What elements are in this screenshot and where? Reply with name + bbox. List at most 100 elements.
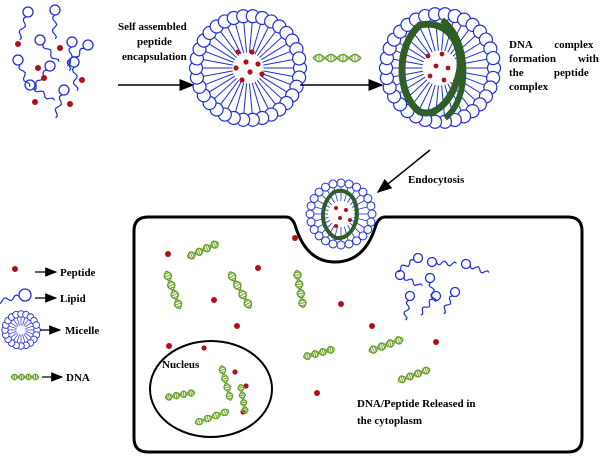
dna-icon-top [312, 53, 362, 63]
dna-rung [298, 301, 307, 305]
dna-rung [329, 346, 332, 354]
micelle-tail [209, 43, 236, 61]
dna-rung [321, 348, 325, 356]
dna-backbone [368, 338, 404, 352]
lipid-tail [33, 87, 56, 101]
dna-rung [206, 415, 210, 422]
lipid-head [24, 79, 36, 91]
peptide-dot [247, 69, 253, 75]
dna-rung [221, 410, 224, 416]
dna-rung [426, 367, 430, 373]
dna-rung [388, 339, 392, 348]
dna-strand [164, 389, 196, 401]
dna-rung [200, 418, 203, 424]
micelle-tail [262, 51, 291, 63]
dna-rung [240, 401, 247, 404]
lipid-head [404, 290, 416, 302]
lipid-tail [42, 43, 60, 63]
peptide-dot [314, 390, 320, 396]
dna-rung [187, 253, 192, 259]
micelle-tail [256, 31, 276, 56]
micelle-head [314, 231, 324, 241]
micelle-tail [13, 319, 19, 327]
dna-backbone [10, 373, 40, 381]
dna-rung [422, 368, 426, 374]
lipid-head [460, 258, 472, 270]
nucleus-contents [164, 345, 249, 426]
micelle-tail [254, 81, 269, 109]
micelle-tail [220, 80, 240, 105]
lipid-head [426, 256, 438, 268]
micelle-head [306, 217, 316, 227]
lipid-head [18, 288, 32, 302]
dna-strand [293, 269, 307, 309]
dna-rung [217, 412, 220, 417]
label-endocytosis: Endocytosis [408, 174, 465, 186]
dna-rung [184, 391, 187, 397]
legend-micelle-symbol [1, 310, 41, 350]
micelle-tail [227, 81, 242, 109]
dna-rung [241, 399, 246, 402]
micelle-tail [214, 78, 237, 100]
peptide-dot [232, 369, 238, 375]
dna-rung [315, 351, 319, 356]
micelle-head [32, 321, 40, 329]
dna-backbone [165, 270, 181, 310]
dna-rung [223, 379, 228, 382]
micelle-tail [395, 50, 424, 63]
peptide-dot [292, 235, 298, 241]
lipid-molecule [12, 54, 31, 87]
legend: Peptide Lipid Micelle DNA [0, 266, 99, 384]
dna-rung [297, 292, 305, 295]
dna-rung [177, 393, 180, 398]
lipid-molecule [66, 36, 78, 72]
dna-rung [176, 305, 182, 308]
micelle-tail [24, 322, 32, 328]
lipid-tail [443, 295, 453, 315]
peptide-dot [166, 343, 172, 349]
micelle-head [321, 182, 330, 192]
dna-backbone [186, 242, 220, 258]
micelle-tail [16, 334, 20, 343]
peptide-dot [445, 65, 451, 71]
micelle-head [336, 240, 346, 250]
peptide-dot [12, 266, 18, 272]
micelle-entering-cell [305, 178, 377, 250]
dna-rung [207, 244, 211, 250]
cytoplasm-contents [163, 235, 490, 396]
peptide-dot [165, 251, 171, 257]
micelle-tail [393, 70, 423, 78]
dna-rung [224, 384, 229, 387]
lipid-head [49, 4, 61, 16]
dna-strand [312, 53, 362, 63]
lipid-molecule [24, 79, 56, 101]
dna-rung [238, 385, 243, 387]
dna-rung [234, 283, 241, 288]
dna-rung [391, 340, 394, 346]
micelle-head [363, 194, 373, 203]
dna-rung [169, 394, 172, 399]
micelle-head [363, 225, 373, 234]
dna-rung [182, 391, 185, 398]
dna-rung [167, 283, 175, 288]
micelle-tail [205, 51, 234, 63]
dna-rung [241, 409, 248, 412]
dna-rung [312, 352, 315, 358]
dna-rung [203, 246, 207, 252]
lipid-molecule [33, 60, 56, 91]
dna-rung [371, 346, 376, 354]
dna-rung [191, 251, 195, 258]
legend-micelle-label: Micelle [65, 325, 99, 337]
lipid-tail [18, 16, 27, 41]
lipid-molecule [34, 34, 60, 63]
dna-rung [241, 295, 247, 299]
dna-rung [214, 412, 218, 419]
micelle-head [336, 178, 346, 188]
dna-rung [195, 420, 199, 425]
peptide-dot [334, 206, 338, 210]
dna-rung [300, 304, 306, 307]
dna-rung [239, 392, 245, 395]
dna-rung [169, 286, 175, 289]
micelle-head [306, 201, 316, 211]
